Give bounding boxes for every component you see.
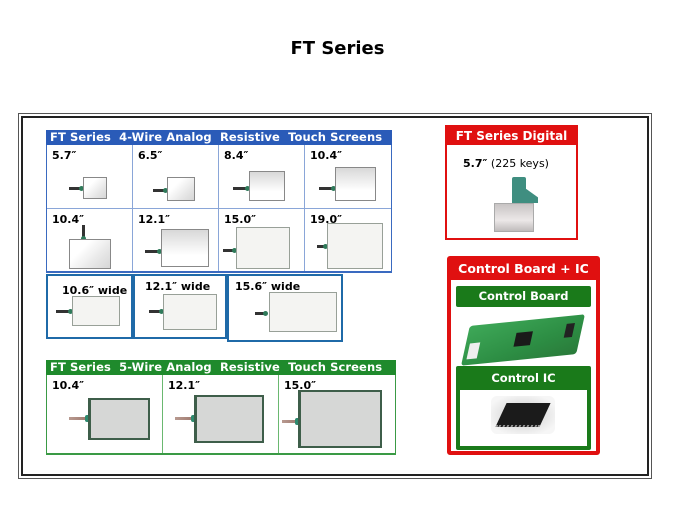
size-label: 5.7″ bbox=[52, 149, 77, 162]
cable-icon bbox=[153, 189, 165, 192]
panel-cell-15-0[interactable]: 15.0″ bbox=[219, 209, 305, 271]
connector-icon bbox=[323, 244, 328, 249]
digital-box[interactable]: FT Series Digital 5.7″ (225 keys) bbox=[445, 125, 578, 240]
panel-cell-10-4-vertical[interactable]: 10.4″ bbox=[47, 209, 133, 271]
circuit-board-icon[interactable] bbox=[461, 314, 585, 366]
connector-icon bbox=[159, 309, 164, 314]
panel-cell-10-4[interactable]: 10.4″ bbox=[305, 145, 391, 209]
touch-panel-icon bbox=[161, 229, 209, 267]
touch-panel-icon bbox=[249, 171, 285, 201]
cable-icon bbox=[56, 310, 70, 313]
touch-panel-icon bbox=[298, 390, 382, 448]
size-label: 10.6″ wide bbox=[62, 284, 128, 297]
control-header: Control Board + IC bbox=[451, 260, 596, 280]
control-ic-label: Control IC bbox=[491, 371, 556, 385]
size-label: 12.1″ bbox=[168, 379, 201, 392]
connector-icon bbox=[245, 186, 250, 191]
page-title: FT Series bbox=[290, 38, 385, 59]
size-label: 19.0″ bbox=[310, 213, 343, 226]
size-label: 10.4″ bbox=[52, 379, 85, 392]
board-header-icon bbox=[563, 323, 575, 338]
panel-cell-19-0[interactable]: 19.0″ bbox=[305, 209, 391, 271]
size-label: 12.1″ bbox=[138, 213, 171, 226]
cable-icon bbox=[282, 420, 298, 423]
touch-panel-icon bbox=[72, 296, 120, 326]
size-label: 15.6″ wide bbox=[235, 280, 301, 293]
flex-cable-icon bbox=[512, 189, 538, 203]
digital-panel-icon bbox=[494, 203, 534, 232]
panel-cell-5w-12-1[interactable]: 12.1″ bbox=[163, 375, 279, 453]
size-label: 8.4″ bbox=[224, 149, 249, 162]
cable-icon bbox=[149, 310, 161, 313]
cable-icon bbox=[317, 245, 325, 248]
cable-icon bbox=[319, 187, 333, 190]
connector-icon bbox=[81, 236, 86, 241]
digital-size: 5.7″ bbox=[463, 157, 488, 170]
touch-panel-icon bbox=[167, 177, 195, 201]
panel-cell-5w-15-0[interactable]: 15.0″ bbox=[279, 375, 395, 453]
touch-panel-icon bbox=[163, 294, 217, 330]
touch-panel-icon bbox=[88, 398, 150, 440]
size-label: 6.5″ bbox=[138, 149, 163, 162]
cable-icon bbox=[69, 417, 87, 420]
digital-keys: (225 keys) bbox=[490, 157, 549, 170]
panel-cell-5w-10-4[interactable]: 10.4″ bbox=[47, 375, 163, 453]
connector-icon bbox=[331, 186, 336, 191]
cable-icon bbox=[69, 187, 81, 190]
touch-panel-icon bbox=[69, 239, 111, 269]
panel-cell-6-5[interactable]: 6.5″ bbox=[133, 145, 219, 209]
size-label: 12.1″ wide bbox=[145, 280, 211, 293]
cable-icon bbox=[145, 250, 159, 253]
board-connector-icon bbox=[466, 342, 481, 360]
touch-panel-icon bbox=[83, 177, 107, 199]
connector-icon bbox=[157, 249, 162, 254]
size-label: 10.4″ bbox=[310, 149, 343, 162]
connector-icon bbox=[68, 309, 73, 314]
connector-icon bbox=[232, 248, 237, 253]
cable-icon bbox=[255, 312, 265, 315]
size-label: 15.0″ bbox=[224, 213, 257, 226]
connector-icon bbox=[79, 186, 84, 191]
connector-icon bbox=[163, 188, 168, 193]
touch-panel-icon bbox=[194, 395, 264, 443]
size-label: 15.0″ bbox=[284, 379, 317, 392]
five-wire-header: FT Series 5-Wire Analog Resistive Touch … bbox=[46, 360, 396, 375]
digital-spec: 5.7″ (225 keys) bbox=[463, 157, 549, 170]
control-board-label[interactable]: Control Board bbox=[456, 286, 591, 307]
cable-icon bbox=[223, 249, 235, 252]
digital-header: FT Series Digital bbox=[447, 127, 576, 145]
four-wire-header: FT Series 4-Wire Analog Resistive Touch … bbox=[46, 130, 392, 145]
control-box: Control Board + IC Control Board Control… bbox=[447, 256, 600, 455]
panel-cell-12-1[interactable]: 12.1″ bbox=[133, 209, 219, 271]
five-wire-group: FT Series 5-Wire Analog Resistive Touch … bbox=[46, 360, 396, 455]
panel-cell-5-7[interactable]: 5.7″ bbox=[47, 145, 133, 209]
panel-cell-15-6-wide[interactable]: 15.6″ wide bbox=[227, 274, 343, 342]
touch-panel-icon bbox=[236, 227, 290, 269]
cable-icon bbox=[82, 225, 85, 239]
touch-panel-icon bbox=[269, 292, 337, 332]
panel-cell-12-1-wide[interactable]: 12.1″ wide bbox=[133, 274, 227, 339]
four-wire-group: FT Series 4-Wire Analog Resistive Touch … bbox=[46, 130, 392, 273]
cable-icon bbox=[233, 187, 247, 190]
panel-cell-8-4[interactable]: 8.4″ bbox=[219, 145, 305, 209]
touch-panel-icon bbox=[335, 167, 376, 201]
connector-icon bbox=[263, 311, 268, 316]
size-label: 10.4″ bbox=[52, 213, 85, 226]
board-chip-icon bbox=[513, 331, 533, 347]
panel-cell-10-6-wide[interactable]: 10.6″ wide bbox=[46, 274, 133, 339]
cable-icon bbox=[175, 417, 193, 420]
touch-panel-icon bbox=[327, 223, 383, 269]
